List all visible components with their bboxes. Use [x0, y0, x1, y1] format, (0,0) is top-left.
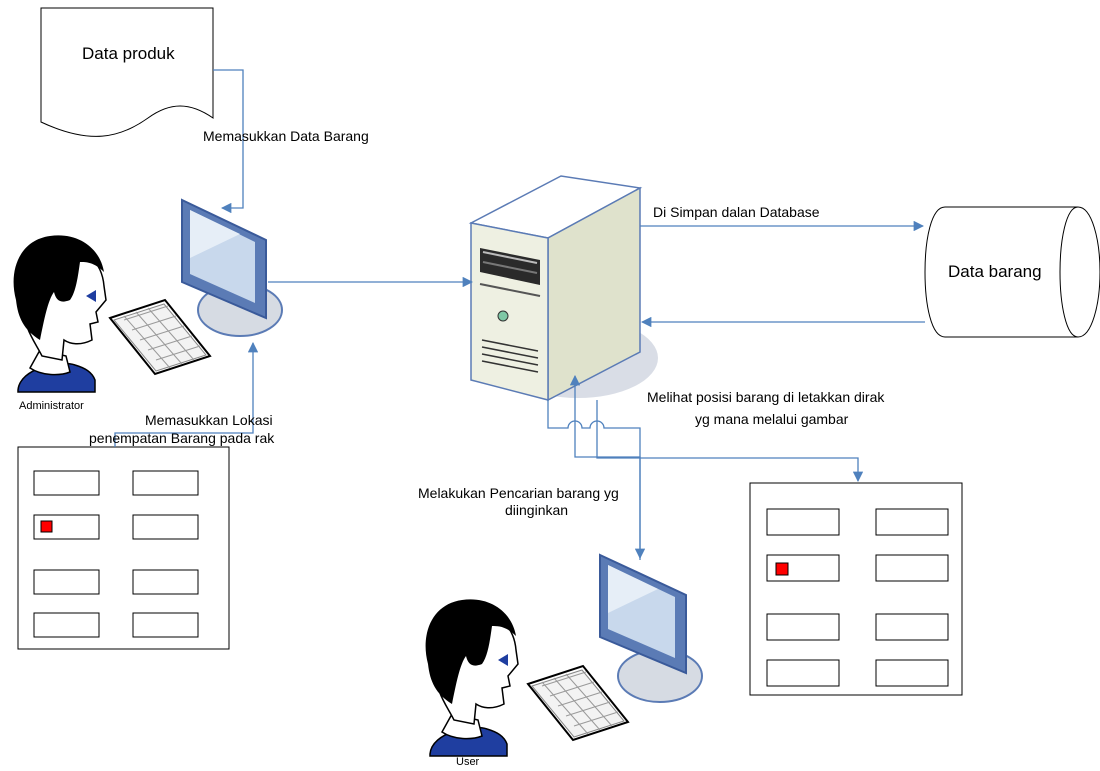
user-keyboard-icon	[527, 665, 629, 741]
flow-lokasi-line1: Memasukkan Lokasi	[145, 412, 273, 428]
admin-keyboard-icon	[109, 299, 211, 375]
user-rack-marker	[775, 562, 789, 576]
user-person-icon	[425, 599, 519, 757]
data-produk-label: Data produk	[82, 44, 175, 63]
flow-disimpan-database: Di Simpan dalan Database	[653, 204, 820, 220]
administrator-person-icon	[13, 235, 107, 393]
admin-monitor-icon	[181, 198, 283, 337]
data-barang-database	[924, 206, 1100, 338]
flow-pencarian-line1: Melakukan Pencarian barang yg	[418, 485, 619, 501]
arrow-user-to-server	[569, 374, 641, 560]
user-monitor-icon	[599, 553, 703, 703]
flow-lokasi-line2: penempatan Barang pada rak	[89, 430, 275, 446]
administrator-label: Administrator	[19, 400, 84, 412]
flow-pencarian-line2: diinginkan	[505, 502, 569, 518]
data-produk-document	[40, 7, 214, 137]
data-barang-label: Data barang	[948, 262, 1042, 281]
arrow-server-to-rack	[596, 400, 864, 483]
connectors	[114, 69, 925, 560]
flow-memasukkan-data-barang: Memasukkan Data Barang	[203, 128, 369, 144]
user-rack-grid	[749, 482, 963, 696]
arrow-server-to-user	[547, 400, 646, 560]
server-icon	[468, 175, 658, 402]
flow-melihat-line1: Melihat posisi barang di letakkan dirak	[647, 389, 885, 405]
arrow-doc-to-admin	[213, 69, 244, 214]
admin-rack-grid	[17, 446, 230, 650]
arrow-rack-to-admin	[114, 341, 259, 447]
admin-rack-marker	[40, 520, 53, 533]
user-label: User	[456, 756, 480, 768]
flow-melihat-line2: yg mana melalui gambar	[695, 411, 849, 427]
